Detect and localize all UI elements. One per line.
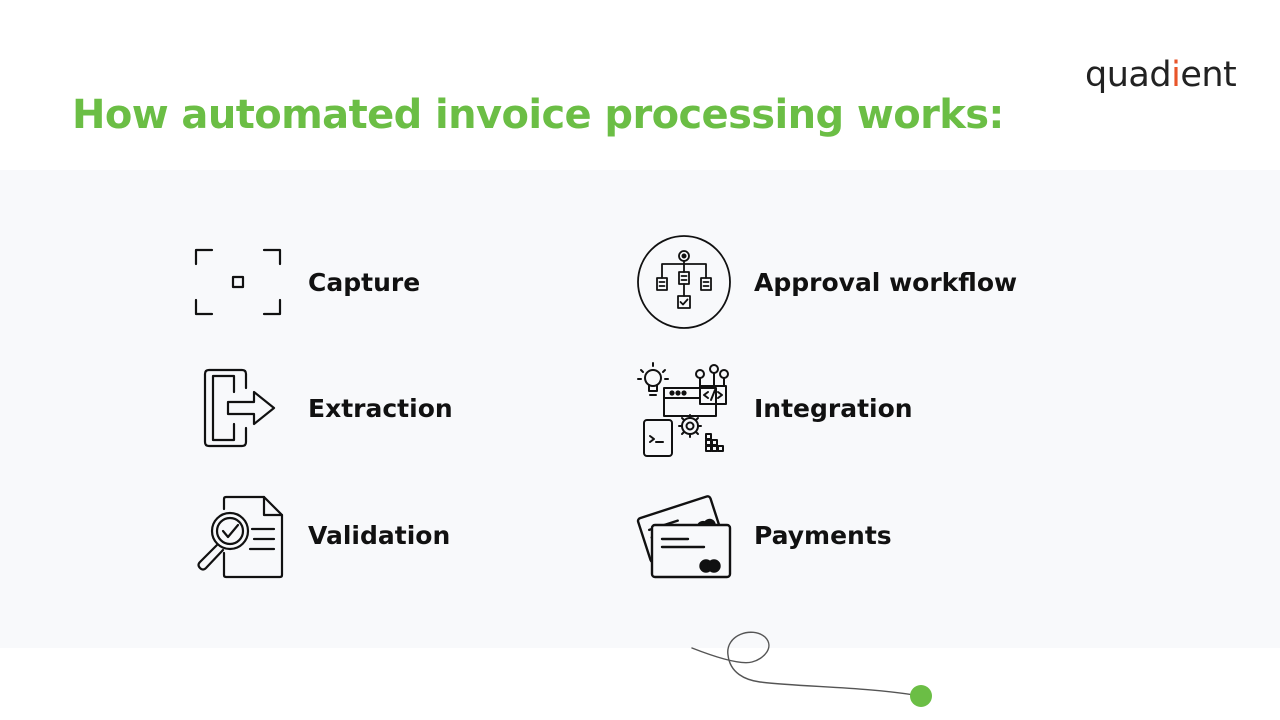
step-label: Approval workflow (754, 267, 1018, 297)
step-label: Integration (754, 393, 913, 423)
exit-arrow-icon (190, 360, 286, 456)
step-validation: Validation (190, 487, 450, 583)
step-label: Validation (308, 520, 451, 550)
step-payments: Payments (636, 487, 892, 583)
logo-suffix: ent (1180, 55, 1237, 95)
integration-gear-code-icon (636, 360, 732, 457)
logo-accent: i (1171, 55, 1181, 95)
workflow-tree-icon (636, 234, 732, 330)
green-dot (910, 685, 932, 707)
step-label: Extraction (308, 393, 453, 423)
step-integration: Integration (636, 360, 913, 457)
step-approval-workflow: Approval workflow (636, 234, 1017, 330)
decorative-swirl-line (691, 631, 932, 707)
step-label: Payments (754, 520, 892, 550)
scan-frame-icon (190, 234, 286, 330)
logo-text: quadient (1085, 52, 1245, 98)
quadient-logo: quadient (1085, 52, 1245, 98)
step-capture: Capture (190, 234, 420, 330)
logo-prefix: quad (1085, 55, 1172, 95)
step-label: Capture (308, 267, 421, 297)
document-magnifier-check-icon (190, 487, 286, 583)
page-title: How automated invoice processing works: (72, 92, 1004, 138)
credit-cards-icon (636, 487, 732, 583)
step-extraction: Extraction (190, 360, 453, 456)
